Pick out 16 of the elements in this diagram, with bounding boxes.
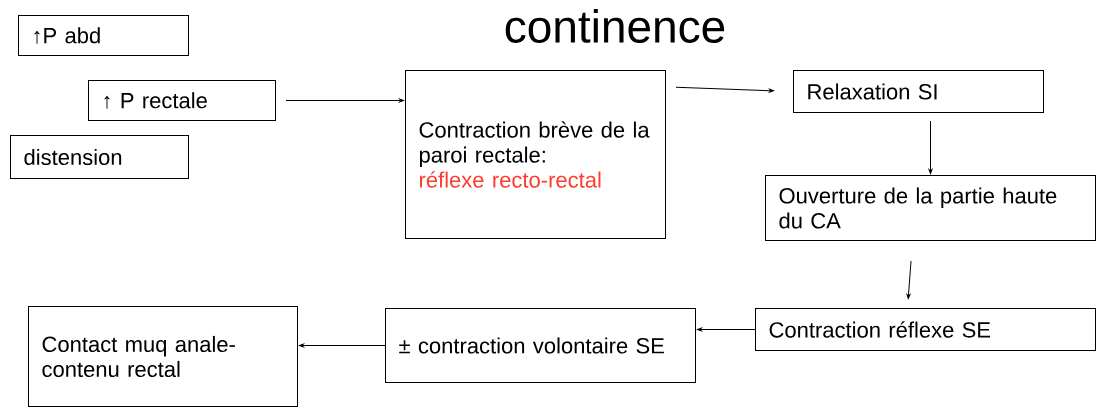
process-box: Contraction réflexe SE [755,308,1096,351]
process-box: Contraction brève de la paroi rectale: réflexe recto-rectal [405,70,666,239]
arrow [906,260,912,300]
arrow [928,120,933,174]
arrow [285,98,404,103]
title: continence [505,9,725,43]
arrow [675,86,775,93]
process-box: Contact muq anale-contenu rectal [28,306,298,407]
arrow [299,343,386,348]
process-box: Ouverture de la partie haute du CA [765,175,1096,241]
process-box: Relaxation SI [793,70,1044,113]
arrow [697,327,756,332]
process-box: ± contraction volontaire SE [385,308,696,383]
process-box: ↑P abd [18,15,189,56]
process-box: distension [10,135,189,179]
process-box: ↑ P rectale [88,80,276,121]
